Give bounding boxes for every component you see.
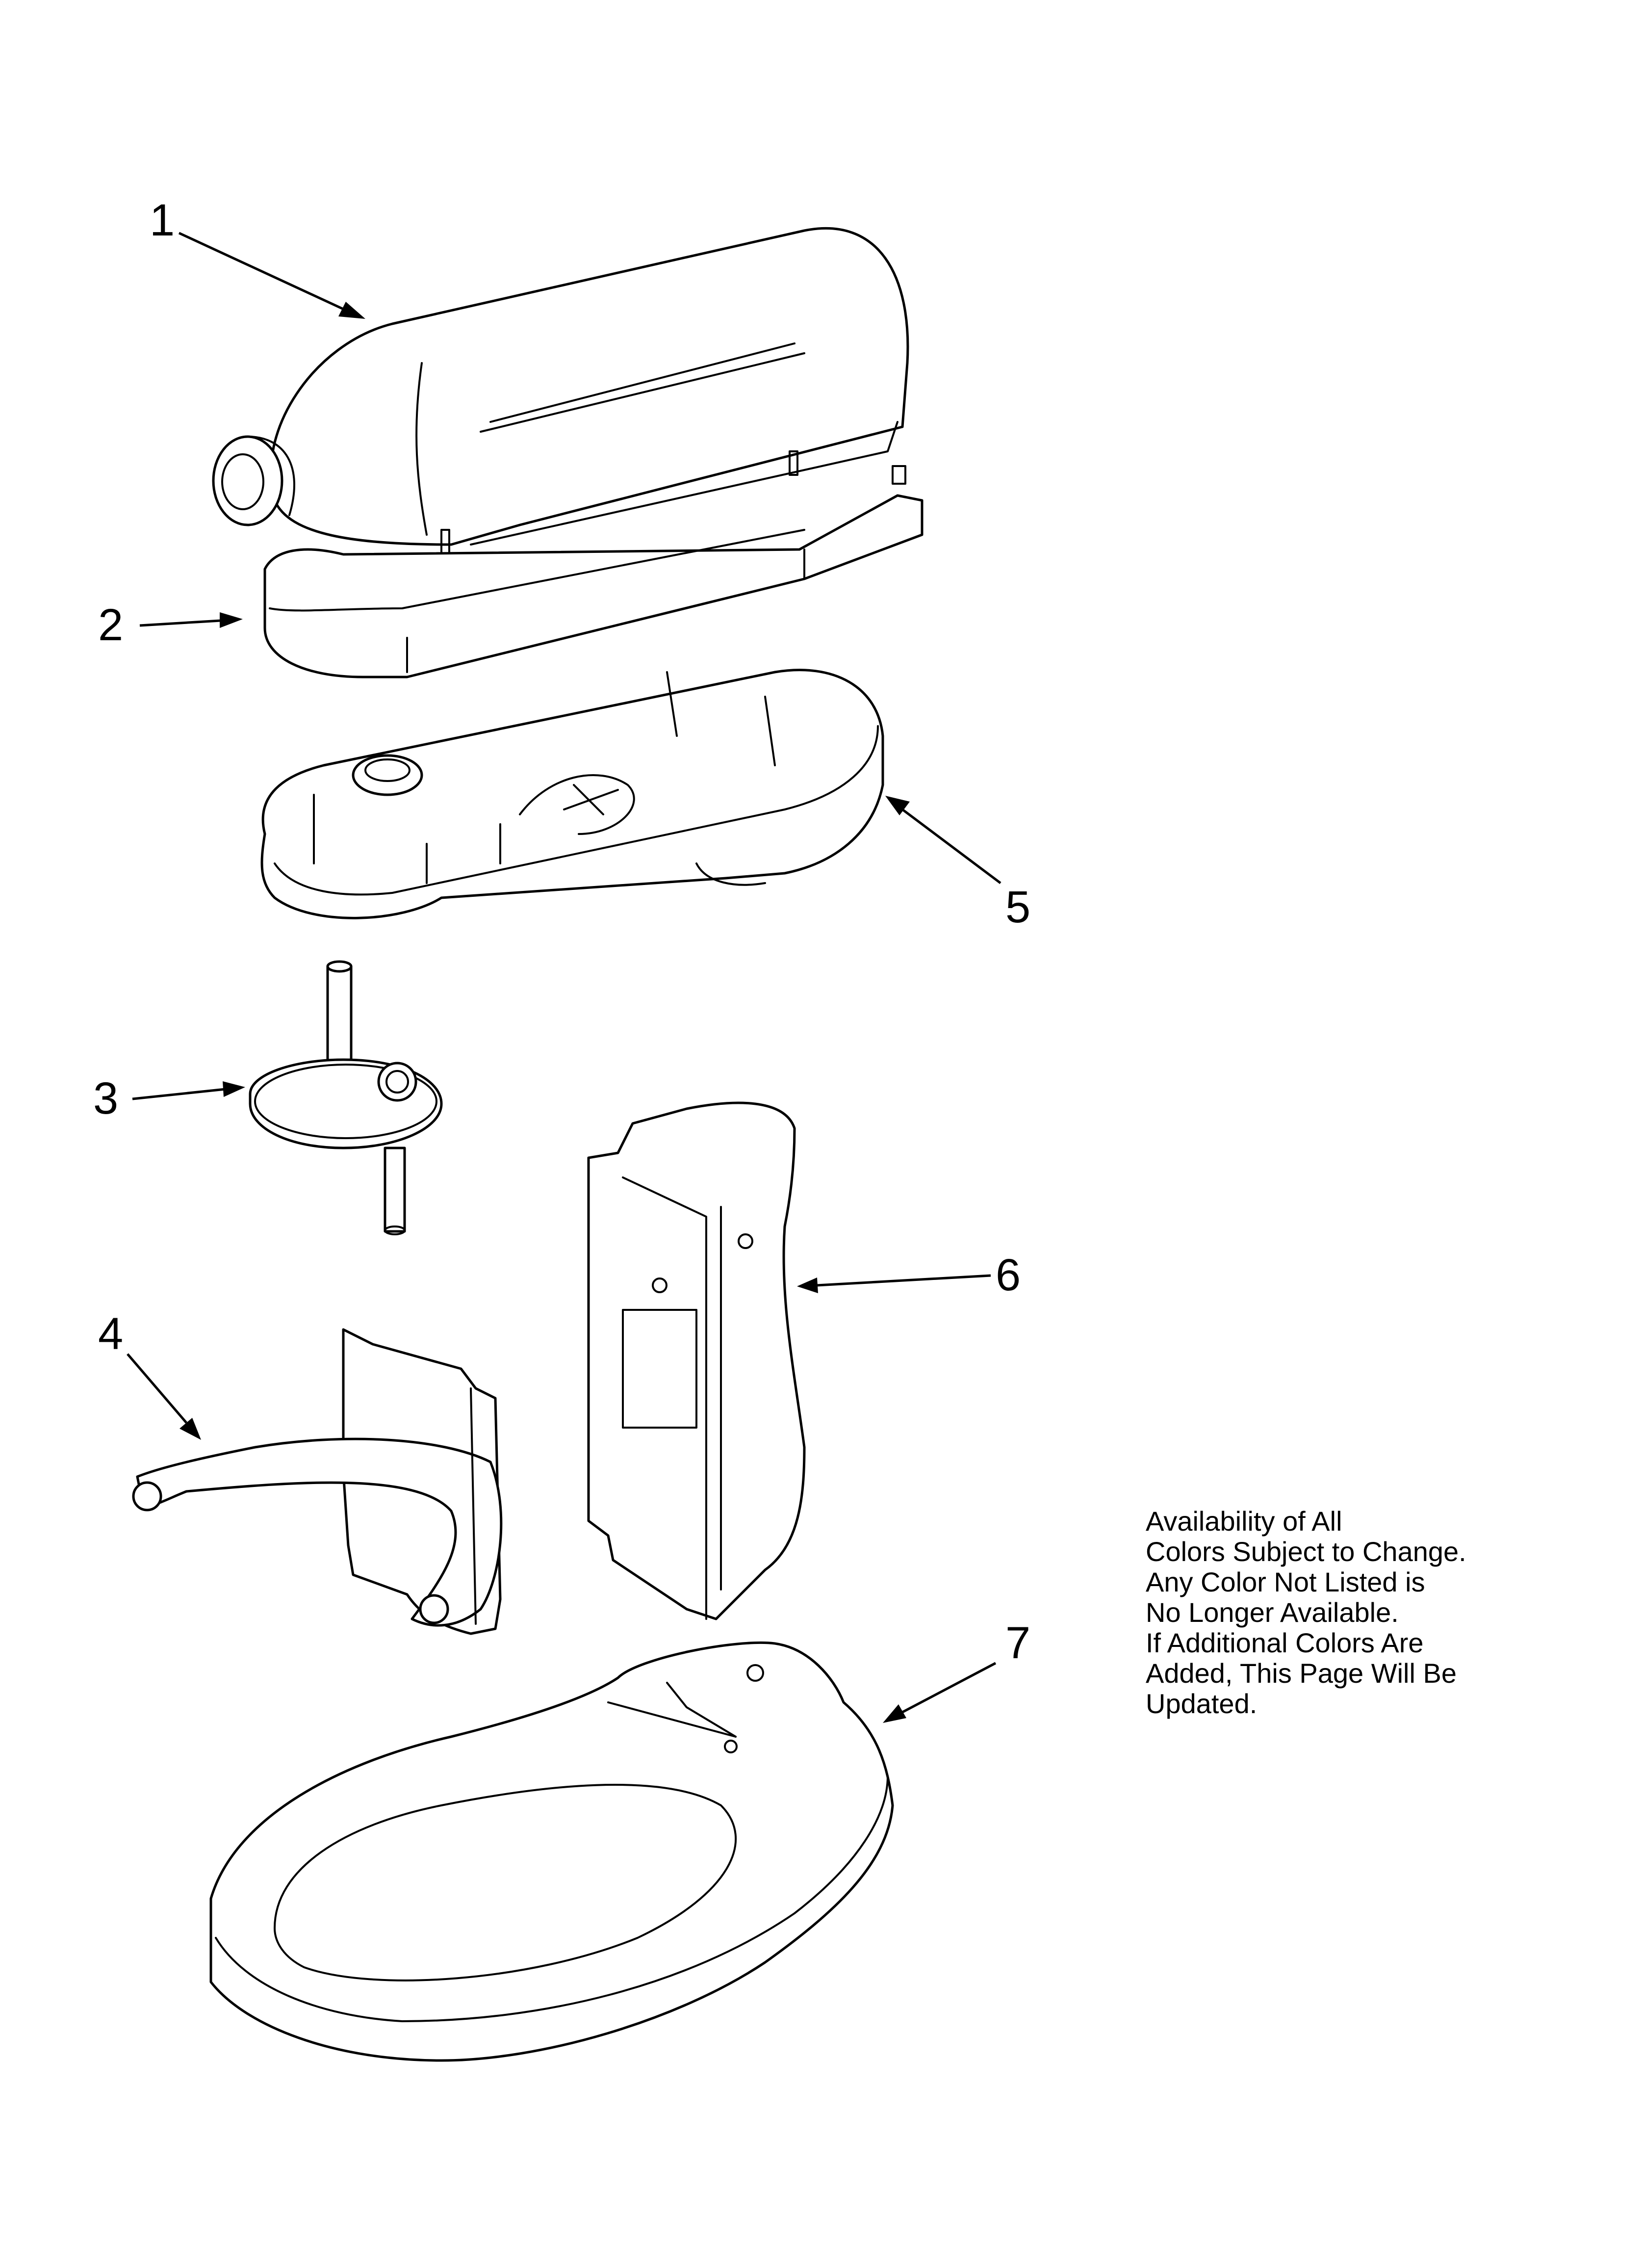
note-line: No Longer Available. xyxy=(1146,1597,1399,1628)
callout-1: 1 xyxy=(150,195,175,245)
part-3-planetary xyxy=(249,960,443,1235)
callout-3: 3 xyxy=(93,1073,118,1123)
note-line: Updated. xyxy=(1146,1688,1257,1719)
part-2-trim-band xyxy=(263,494,924,678)
availability-note: Availability of All Colors Subject to Ch… xyxy=(1146,1506,1587,1719)
note-line: Availability of All xyxy=(1146,1506,1342,1537)
callout-5: 5 xyxy=(1005,882,1030,932)
part-4-bowl-support xyxy=(132,1328,503,1635)
callout-4: 4 xyxy=(98,1309,123,1359)
callout-2: 2 xyxy=(98,600,123,650)
leader-lines xyxy=(127,232,1001,1723)
part-5-gear-case xyxy=(260,669,884,919)
callout-6: 6 xyxy=(996,1250,1021,1300)
part-7-base xyxy=(209,1641,894,2062)
note-line: Added, This Page Will Be xyxy=(1146,1658,1457,1689)
note-line: Any Color Not Listed is xyxy=(1146,1566,1425,1597)
note-line: If Additional Colors Are xyxy=(1146,1627,1424,1658)
note-line: Colors Subject to Change. xyxy=(1146,1536,1466,1567)
callout-7: 7 xyxy=(1005,1618,1030,1668)
part-1-housing-cover xyxy=(212,227,909,554)
part-6-pedestal xyxy=(587,1101,806,1620)
